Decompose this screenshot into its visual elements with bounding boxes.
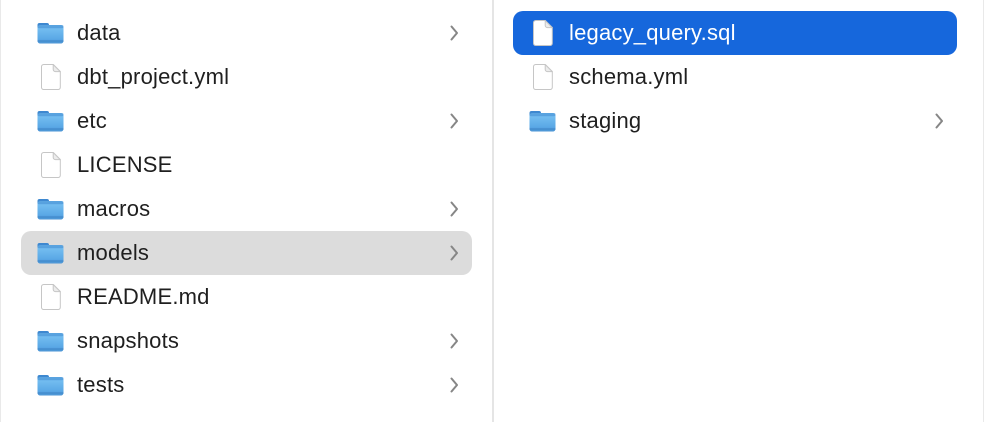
item-label: etc <box>77 108 107 133</box>
item-macros[interactable]: macros <box>21 187 472 231</box>
item-label: staging <box>569 108 642 133</box>
item-staging[interactable]: staging <box>513 99 957 143</box>
item-schema-yml[interactable]: schema.yml <box>513 55 957 99</box>
chevron-right-icon <box>450 333 460 349</box>
item-snapshots[interactable]: snapshots <box>21 319 472 363</box>
item-models[interactable]: models <box>21 231 472 275</box>
chevron-right-icon <box>450 201 460 217</box>
column-divider <box>492 0 494 422</box>
item-label: LICENSE <box>77 152 173 177</box>
folder-icon <box>37 372 64 399</box>
item-label: schema.yml <box>569 64 689 89</box>
document-icon <box>37 284 64 311</box>
item-readme-md[interactable]: README.md <box>21 275 472 319</box>
folder-icon <box>37 328 64 355</box>
item-label: README.md <box>77 284 210 309</box>
folder-icon <box>37 240 64 267</box>
item-label: data <box>77 20 121 45</box>
folder-icon <box>37 20 64 47</box>
chevron-right-icon <box>450 245 460 261</box>
chevron-right-icon <box>450 25 460 41</box>
column-left: data dbt_project.yml etc LICENSE macros … <box>1 0 492 422</box>
document-icon <box>37 64 64 91</box>
item-tests[interactable]: tests <box>21 363 472 407</box>
item-legacy-query-sql[interactable]: legacy_query.sql <box>513 11 957 55</box>
folder-icon <box>529 108 556 135</box>
column-right: legacy_query.sql schema.yml staging <box>494 0 983 422</box>
item-etc[interactable]: etc <box>21 99 472 143</box>
item-label: tests <box>77 372 125 397</box>
item-label: dbt_project.yml <box>77 64 230 89</box>
item-data[interactable]: data <box>21 11 472 55</box>
item-dbt-project-yml[interactable]: dbt_project.yml <box>21 55 472 99</box>
item-label: macros <box>77 196 151 221</box>
document-icon <box>529 64 556 91</box>
item-license[interactable]: LICENSE <box>21 143 472 187</box>
item-label: legacy_query.sql <box>569 20 736 45</box>
item-label: snapshots <box>77 328 180 353</box>
document-icon <box>529 20 556 47</box>
document-icon <box>37 152 64 179</box>
chevron-right-icon <box>450 113 460 129</box>
folder-icon <box>37 108 64 135</box>
item-label: models <box>77 240 150 265</box>
folder-icon <box>37 196 64 223</box>
chevron-right-icon <box>450 377 460 393</box>
chevron-right-icon <box>935 113 945 129</box>
